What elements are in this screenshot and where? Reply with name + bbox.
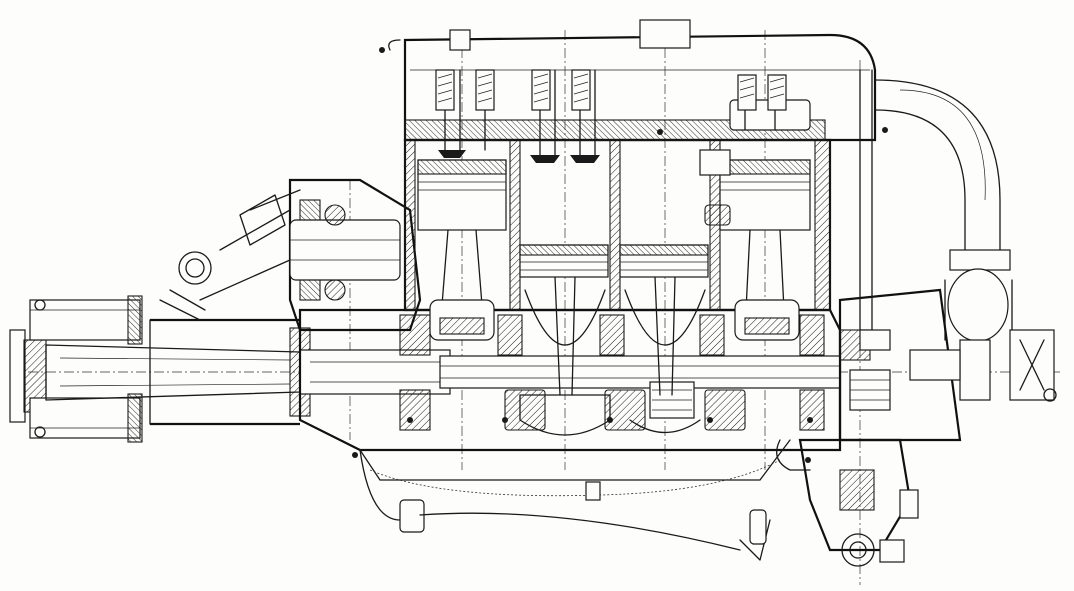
bolt-heads	[352, 47, 888, 463]
propeller-shaft-assembly	[9, 295, 451, 443]
rear-accessory-drive	[838, 69, 1057, 442]
oil-pump-assembly	[776, 438, 919, 567]
reduction-gear-housing	[159, 178, 422, 332]
piston-1	[417, 159, 507, 341]
valve-set	[435, 69, 787, 163]
piston-2	[519, 244, 609, 396]
intake-manifold	[874, 79, 1013, 342]
piston-3	[619, 244, 709, 396]
cylinder-head	[388, 19, 877, 226]
piston-4	[719, 159, 811, 341]
crankshaft	[399, 314, 841, 436]
